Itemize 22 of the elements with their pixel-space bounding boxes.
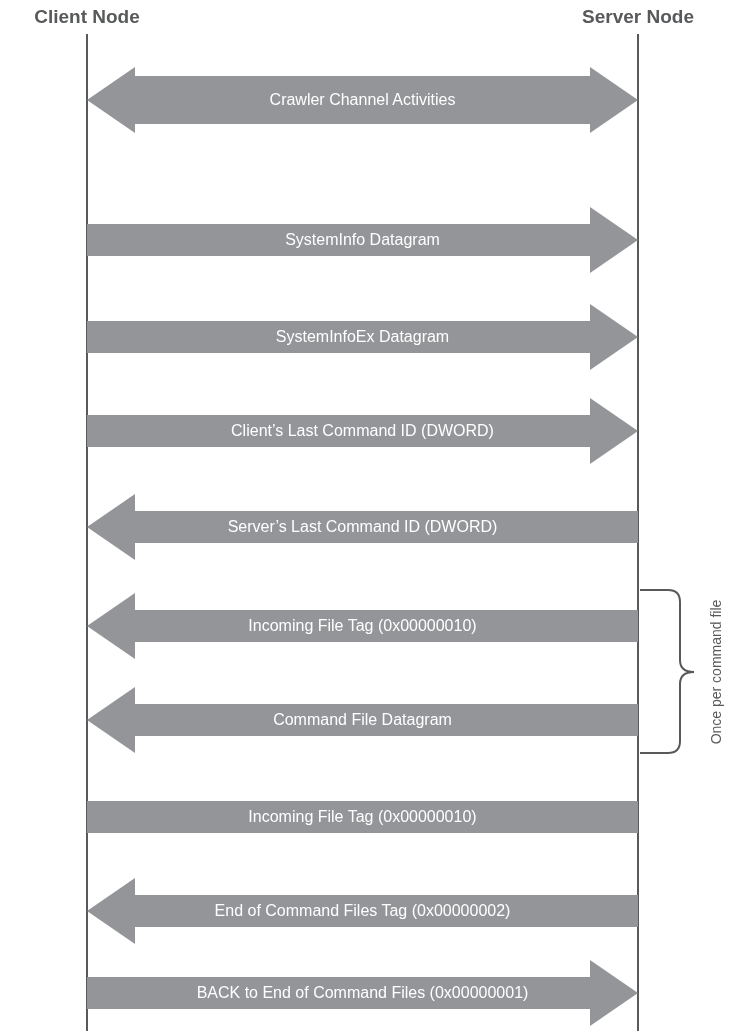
edge-label: Crawler Channel Activities: [269, 91, 456, 109]
block-arrow: [87, 67, 638, 133]
edge-label: BACK to End of Command Files (0x00000001): [196, 984, 529, 1002]
block-arrow: [87, 878, 638, 944]
edge-label: Client’s Last Command ID (DWORD): [231, 422, 494, 440]
edge-label: End of Command Files Tag (0x00000002): [214, 902, 511, 920]
block-arrow: [87, 960, 638, 1026]
edge-label: Server’s Last Command ID (DWORD): [227, 518, 498, 536]
edge-label: Incoming File Tag (0x00000010): [248, 808, 477, 826]
block-arrow: [87, 593, 638, 659]
brace-note: Once per command file: [708, 599, 724, 745]
edge-label: Command File Datagram: [273, 711, 452, 729]
block-arrow: [87, 304, 638, 370]
block-arrow: [87, 494, 638, 560]
edge-label: SystemInfo Datagram: [285, 231, 440, 249]
block-arrow: [87, 207, 638, 273]
lifeline-header: Server Node: [582, 6, 694, 28]
block-arrow: [87, 398, 638, 464]
block-arrow: [87, 687, 638, 753]
lifeline-header: Client Node: [34, 6, 140, 28]
edge-label: Incoming File Tag (0x00000010): [248, 617, 477, 635]
edge-label: SystemInfoEx Datagram: [275, 328, 450, 346]
